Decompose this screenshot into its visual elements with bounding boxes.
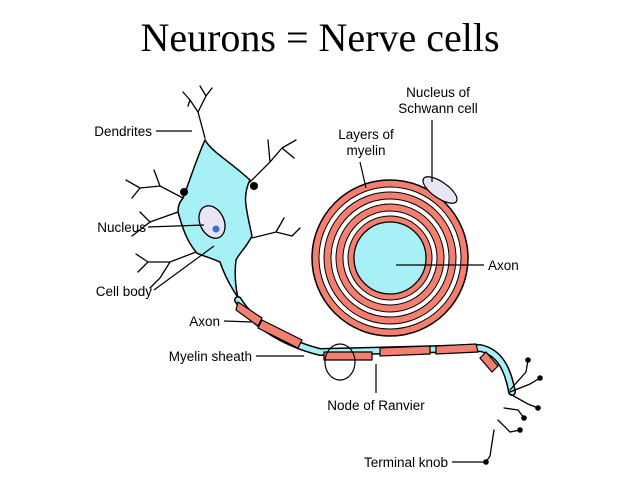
terminal-knob bbox=[537, 375, 543, 381]
label-axon-right: Axon bbox=[488, 258, 519, 273]
terminal-knob bbox=[525, 357, 531, 363]
label-cell-body: Cell body bbox=[96, 284, 153, 299]
label-layers-of-myelin-line1: Layers of bbox=[338, 127, 394, 142]
terminal-knob bbox=[517, 427, 523, 433]
terminal-knob bbox=[535, 405, 541, 411]
myelin-cross-section bbox=[311, 176, 469, 337]
label-nucleus: Nucleus bbox=[97, 220, 146, 235]
cell-knob bbox=[250, 182, 258, 190]
dendrites bbox=[125, 85, 301, 289]
myelin-segment bbox=[235, 301, 263, 327]
label-terminal-knob: Terminal knob bbox=[364, 455, 448, 470]
nucleolus bbox=[212, 225, 220, 233]
axon-cross-section bbox=[353, 221, 427, 295]
label-axon-left: Axon bbox=[189, 314, 220, 329]
leader-lines bbox=[147, 120, 486, 463]
cell-knob bbox=[180, 188, 188, 196]
label-dendrites: Dendrites bbox=[94, 124, 152, 139]
myelin-segments bbox=[235, 301, 499, 373]
myelin-segment bbox=[479, 351, 499, 373]
label-myelin-sheath: Myelin sheath bbox=[169, 349, 252, 364]
myelin-segment bbox=[257, 319, 303, 349]
axon-terminal bbox=[483, 357, 543, 465]
label-layers-of-myelin-line2: myelin bbox=[346, 143, 385, 158]
myelin-segment bbox=[323, 351, 373, 361]
page-title: Neurons = Nerve cells bbox=[140, 15, 500, 60]
label-schwann-nucleus-line1: Nucleus of bbox=[406, 85, 470, 100]
node-of-ranvier-marker bbox=[324, 343, 356, 381]
schwann-nucleus bbox=[422, 176, 458, 204]
label-node-of-ranvier: Node of Ranvier bbox=[327, 398, 425, 413]
label-schwann-nucleus-line2: Schwann cell bbox=[398, 101, 478, 116]
myelin-segment bbox=[379, 345, 431, 357]
myelin-segment bbox=[435, 343, 479, 355]
terminal-knob bbox=[521, 415, 527, 421]
